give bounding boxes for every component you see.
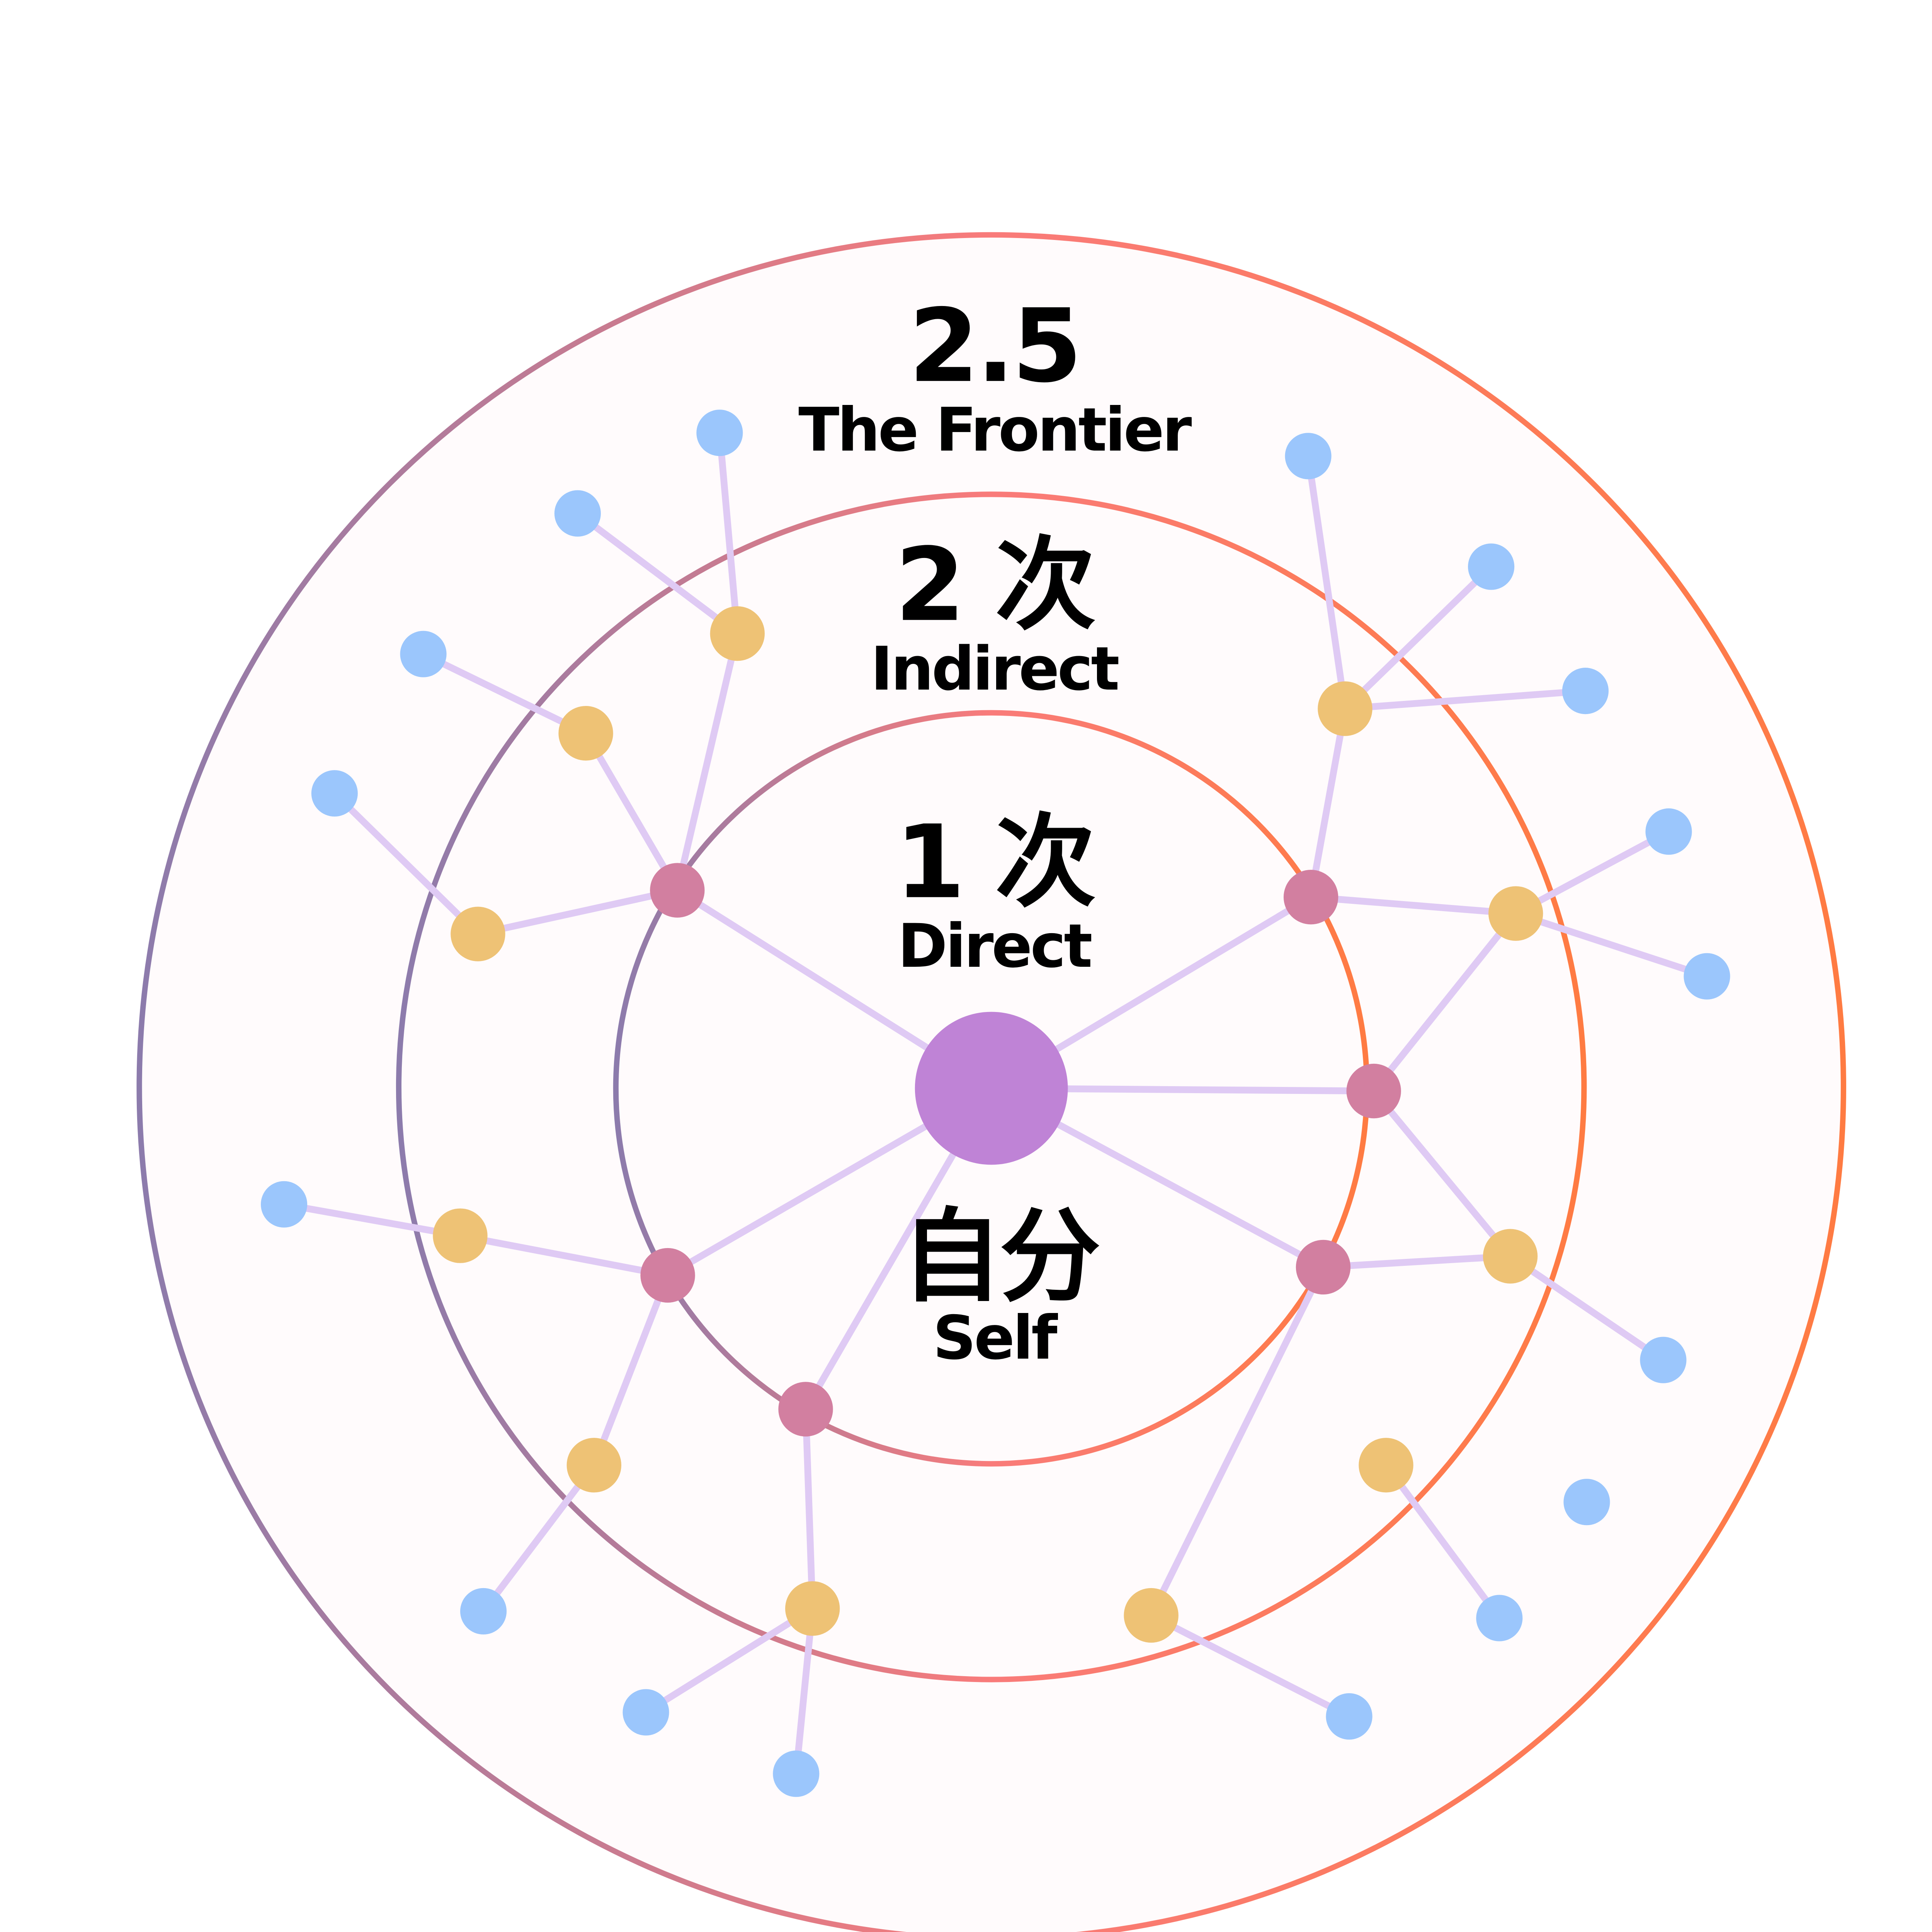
frontier-node: [696, 410, 743, 456]
connection-line: [582, 730, 681, 894]
connection-line: [1507, 1253, 1667, 1364]
indirect-node: [558, 706, 613, 761]
indirect-node: [1483, 1229, 1538, 1284]
connection-line: [281, 1201, 464, 1239]
direct-node: [650, 863, 705, 918]
direct-node: [1296, 1240, 1351, 1295]
self-name: Self: [933, 1303, 1058, 1373]
direct-name: Direct: [898, 911, 1091, 981]
frontier-node: [622, 1689, 669, 1736]
frontier-node: [1640, 1337, 1687, 1383]
connection-line: [480, 1461, 598, 1615]
ring-label-indirect: 2 次 Indirect: [871, 526, 1121, 704]
self-node: [915, 1012, 1068, 1165]
connection-line: [331, 790, 481, 937]
frontier-node: [1645, 808, 1692, 855]
node-group: [260, 410, 1730, 1797]
indirect-node: [451, 906, 505, 961]
indirect-number: 2 次: [895, 526, 1096, 644]
indirect-node: [566, 1438, 621, 1493]
ring-label-self: 自分 Self: [901, 1198, 1103, 1373]
connection-line: [1383, 1461, 1503, 1622]
frontier-node: [1476, 1595, 1523, 1641]
frontier-node: [400, 631, 447, 677]
indirect-node: [710, 606, 765, 661]
connection-line: [1307, 893, 1519, 917]
frontier-node: [1562, 668, 1609, 714]
direct-node: [1346, 1063, 1401, 1119]
connection-line: [1148, 1264, 1327, 1619]
edge-group: [281, 429, 1711, 1777]
frontier-node: [554, 490, 601, 537]
frontier-name: The Frontier: [798, 395, 1192, 465]
frontier-node: [311, 770, 358, 817]
indirect-name: Indirect: [871, 634, 1118, 704]
connection-line: [802, 1406, 816, 1612]
connection-line: [574, 510, 741, 637]
connection-line: [1512, 828, 1672, 917]
indirect-node: [1124, 1588, 1179, 1643]
connection-line: [457, 1232, 671, 1279]
direct-number: 1 次: [895, 803, 1096, 921]
connection-line: [793, 1605, 816, 1777]
frontier-node: [773, 1750, 820, 1797]
connection-line: [674, 630, 741, 894]
frontier-number: 2.5: [909, 287, 1080, 405]
ring-label-direct: 1 次 Direct: [895, 803, 1099, 981]
indirect-node: [1318, 681, 1372, 736]
frontier-node: [460, 1588, 507, 1635]
frontier-node: [1468, 543, 1515, 590]
connection-line: [1304, 452, 1349, 712]
frontier-node: [1285, 433, 1332, 480]
direct-node: [778, 1382, 833, 1437]
frontier-node: [1684, 953, 1730, 1000]
frontier-node: [260, 1181, 308, 1228]
indirect-node: [1359, 1438, 1413, 1493]
connection-line: [1320, 1253, 1514, 1271]
connection-line: [474, 887, 681, 937]
indirect-node: [433, 1208, 488, 1263]
connection-line: [716, 429, 741, 637]
frontier-node: [1326, 1693, 1372, 1740]
frontier-node: [1563, 1479, 1610, 1526]
connection-line: [420, 650, 589, 737]
self-number: 自分: [901, 1198, 1100, 1316]
connection-line: [1512, 910, 1711, 980]
ring-indirect: [396, 492, 1587, 1682]
ring-label-frontier: 2.5 The Frontier: [798, 287, 1194, 465]
connection-line: [1148, 1612, 1353, 1720]
connection-line: [590, 1272, 671, 1469]
connection-line: [642, 1605, 816, 1716]
direct-node: [640, 1248, 695, 1303]
direct-node: [1283, 870, 1338, 925]
indirect-node: [1488, 886, 1543, 941]
connection-line: [1370, 910, 1519, 1095]
connection-line: [1370, 1087, 1514, 1260]
connection-line: [1342, 563, 1495, 712]
connection-line: [1342, 687, 1589, 712]
connection-line: [1307, 705, 1349, 901]
indirect-node: [785, 1581, 840, 1636]
